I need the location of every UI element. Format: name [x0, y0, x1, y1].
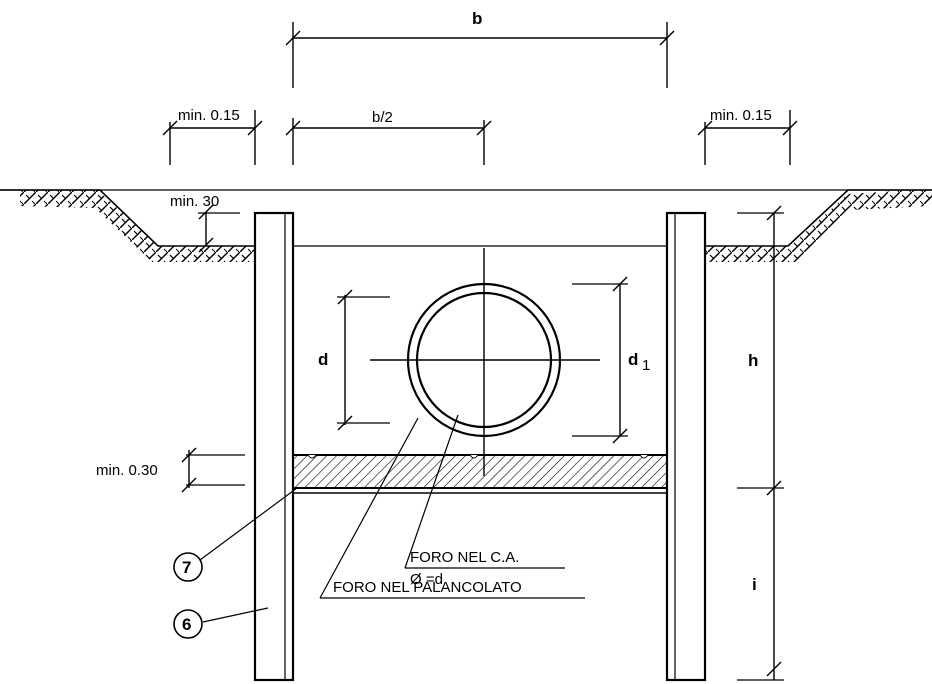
label-min-015-left: min. 0.15 — [178, 107, 240, 124]
sheet-pile-left — [253, 211, 295, 682]
label-min-030: min. 0.30 — [96, 462, 158, 479]
dimension-min-015-left: min. 0.15 — [162, 107, 263, 165]
label-d: d — [318, 350, 328, 369]
dimension-h-i: h i — [737, 205, 784, 681]
dimension-d1: d 1 — [572, 276, 650, 444]
leader-lines — [199, 414, 585, 623]
svg-text:6: 6 — [182, 615, 191, 634]
dimension-b: b — [285, 9, 675, 88]
label-b-half: b/2 — [372, 109, 393, 126]
callout-6: 6 — [173, 609, 203, 639]
label-i: i — [752, 575, 757, 594]
note-foro-palancolato: FORO NEL PALANCOLATO — [333, 579, 522, 596]
dimension-min-030: min. 0.30 — [96, 447, 245, 493]
svg-text:7: 7 — [182, 558, 191, 577]
note-foro-ca: FORO NEL C.A. — [410, 549, 519, 566]
dimension-min-015-right: min. 0.15 — [697, 107, 798, 165]
label-h: h — [748, 351, 758, 370]
label-d1: d — [628, 350, 638, 369]
pipe-section — [370, 248, 600, 476]
callout-7: 7 — [173, 552, 203, 582]
label-min-015-right: min. 0.15 — [710, 107, 772, 124]
sheet-pile-right — [665, 211, 707, 682]
concrete-slab — [292, 454, 668, 494]
soil-hatch-right — [705, 189, 932, 262]
label-d1-subscript: 1 — [642, 357, 650, 374]
dimension-d: d — [318, 289, 390, 431]
note-diameter: Ø =d — [410, 571, 443, 588]
label-b: b — [472, 9, 482, 28]
label-min-30: min. 30 — [170, 193, 219, 210]
dimension-min-30: min. 30 — [170, 193, 240, 253]
dimension-b-half: b/2 — [285, 109, 492, 165]
